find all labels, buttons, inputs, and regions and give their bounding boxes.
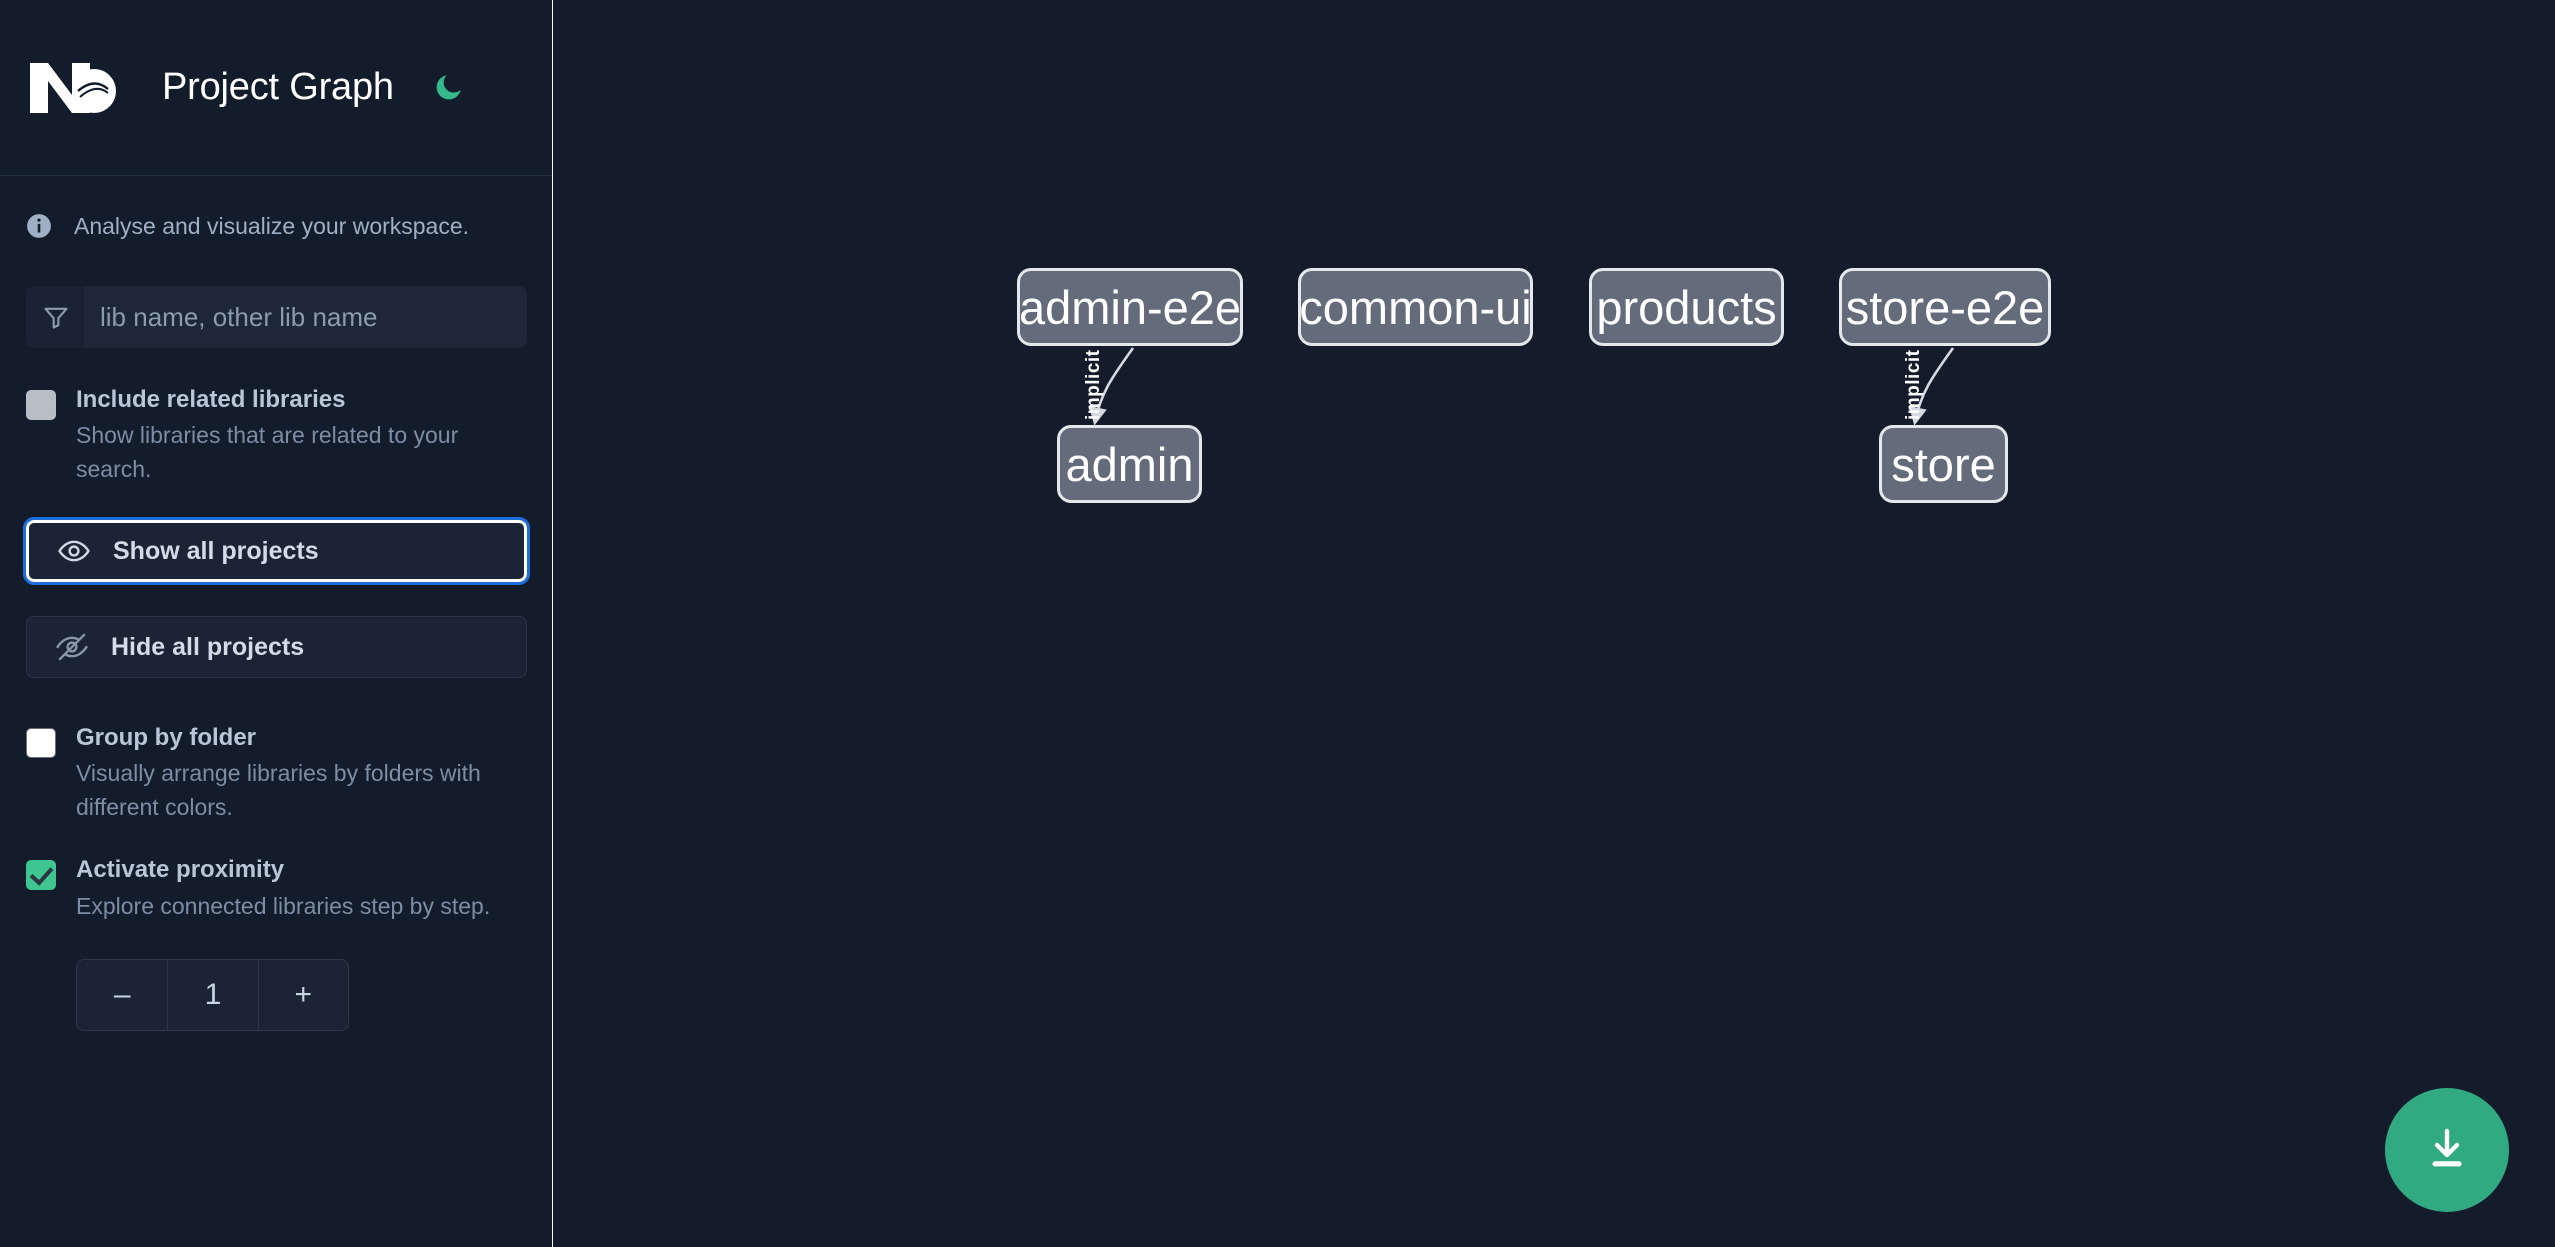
edge-label-store-e2e-store: implicit	[1903, 349, 1924, 420]
include-related-libraries-checkbox[interactable]	[26, 390, 56, 420]
sidebar: Project Graph Analyse and visualize your…	[0, 0, 553, 1247]
proximity-decrement-button[interactable]: –	[113, 977, 131, 1011]
activate-proximity-checkbox[interactable]	[26, 860, 56, 891]
graph-edges	[1088, 347, 1955, 426]
option-include-related-libraries[interactable]: Include related libraries Show libraries…	[26, 384, 527, 486]
graph-node-label: products	[1596, 280, 1777, 334]
include-related-libraries-label: Include related libraries	[76, 386, 346, 413]
graph-node-common-ui[interactable]: common-ui	[1298, 268, 1533, 346]
group-by-folder-label: Group by folder	[76, 724, 256, 752]
moon-icon[interactable]	[428, 68, 468, 108]
option-activate-proximity[interactable]: Activate proximity Explore connected lib…	[26, 854, 527, 923]
search-field[interactable]	[26, 286, 527, 348]
nx-logo-icon	[26, 55, 122, 121]
graph-node-label: store	[1891, 437, 1996, 491]
graph-node-store[interactable]: store	[1879, 425, 2008, 503]
graph-node-admin[interactable]: admin	[1057, 425, 1202, 503]
search-input[interactable]	[86, 286, 527, 348]
filter-icon	[26, 286, 86, 348]
include-related-libraries-desc: Show libraries that are related to your …	[76, 422, 459, 482]
sidebar-body: Analyse and visualize your workspace. In…	[0, 176, 553, 1031]
hide-all-projects-label: Hide all projects	[111, 632, 305, 661]
tagline-text: Analyse and visualize your workspace.	[74, 212, 470, 239]
proximity-increment-button[interactable]: +	[257, 959, 348, 1030]
activate-proximity-desc: Explore connected libraries step by step…	[76, 892, 491, 919]
show-all-projects-button[interactable]: Show all projects	[23, 517, 530, 586]
graph-node-admin-e2e[interactable]: admin-e2e	[1017, 268, 1243, 346]
graph-node-products[interactable]: products	[1589, 268, 1784, 346]
hide-all-projects-button[interactable]: Hide all projects	[26, 616, 527, 679]
info-icon	[26, 213, 52, 239]
sidebar-scrollbar-track[interactable]	[552, 0, 553, 1247]
graph-node-label: admin	[1065, 437, 1194, 491]
graph-node-store-e2e[interactable]: store-e2e	[1839, 268, 2051, 346]
download-graph-button[interactable]	[2385, 1088, 2509, 1212]
graph-node-label: admin-e2e	[1018, 280, 1242, 334]
eye-icon	[57, 534, 91, 568]
tagline: Analyse and visualize your workspace.	[26, 176, 527, 276]
graph-node-label: common-ui	[1299, 280, 1532, 334]
download-icon	[2423, 1125, 2471, 1176]
group-by-folder-desc: Visually arrange libraries by folders wi…	[76, 760, 481, 820]
proximity-value: 1	[167, 959, 257, 1030]
eye-off-icon	[55, 630, 89, 664]
edge-label-admin-e2e-admin: implicit	[1083, 349, 1104, 420]
option-group-by-folder[interactable]: Group by folder Visually arrange librari…	[26, 722, 527, 824]
page-title: Project Graph	[162, 66, 394, 108]
proximity-stepper[interactable]: – 1 +	[76, 958, 349, 1031]
graph-canvas[interactable]: admin-e2e common-ui products store-e2e a…	[553, 0, 2555, 1247]
show-all-projects-label: Show all projects	[113, 536, 319, 565]
sidebar-header: Project Graph	[0, 0, 553, 176]
graph-node-label: store-e2e	[1845, 280, 2045, 334]
group-by-folder-checkbox[interactable]	[26, 728, 56, 759]
activate-proximity-label: Activate proximity	[76, 856, 285, 884]
